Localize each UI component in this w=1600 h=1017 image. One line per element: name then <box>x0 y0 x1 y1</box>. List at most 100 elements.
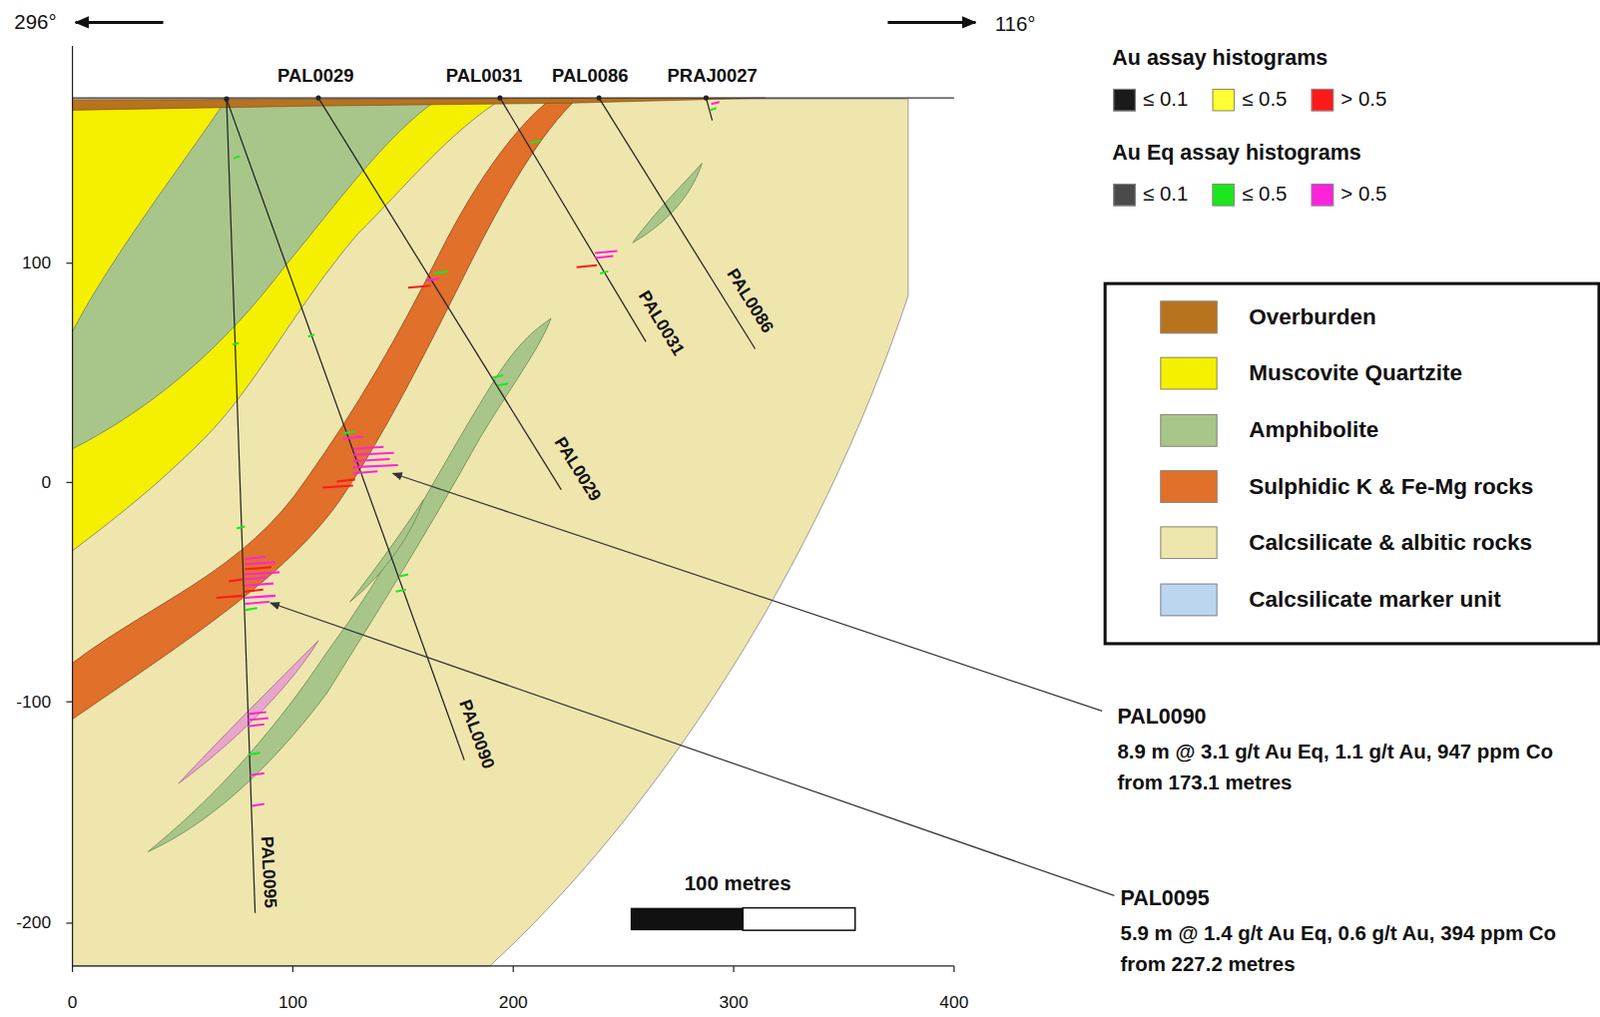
legend-swatch <box>1311 88 1334 111</box>
assay-bar <box>244 595 276 598</box>
legend-swatch <box>1159 414 1217 448</box>
legend-text: > 0.5 <box>1340 182 1387 207</box>
axis-tick-label: -200 <box>15 913 51 934</box>
assay-bar <box>252 803 265 806</box>
surface-line <box>72 97 955 99</box>
axis-tick-label: 100 <box>278 992 308 1013</box>
assay-bar <box>228 579 243 582</box>
assay-bar <box>594 256 613 259</box>
hole-label: PAL0029 <box>277 64 354 86</box>
assay-bar <box>232 342 239 345</box>
hole-label: PAL0031 <box>446 64 523 86</box>
axis-tick-label: 200 <box>499 992 529 1013</box>
assay-bar <box>711 101 720 104</box>
legend-swatch <box>1159 301 1217 335</box>
legend-swatch <box>1159 470 1217 504</box>
bearing-label: 116° <box>995 11 1037 36</box>
hole-label: PAL0095 <box>256 835 281 909</box>
axis-tick-label: 400 <box>939 992 969 1013</box>
assay-bar <box>322 486 354 489</box>
assay-bar <box>342 436 363 439</box>
scale-bar <box>630 908 856 931</box>
legend-text: ≤ 0.5 <box>1241 182 1287 207</box>
assay-bar <box>400 573 409 576</box>
assay-bar <box>353 465 399 468</box>
legend-text: ≤ 0.5 <box>1241 87 1287 112</box>
assay-bar <box>426 278 439 281</box>
callout-text: 5.9 m @ 1.4 g/t Au Eq, 0.6 g/t Au, 394 p… <box>1120 918 1571 980</box>
assay-bar <box>396 589 407 592</box>
assay-bar <box>576 265 597 268</box>
assay-bar <box>599 271 608 274</box>
calcsilicate-body <box>72 98 909 967</box>
legend-text: Calcsilicate & albitic rocks <box>1248 530 1533 556</box>
assay-bar <box>244 556 265 559</box>
quartzite-upper <box>72 98 227 332</box>
legend-text: ≤ 0.1 <box>1142 87 1188 112</box>
legend-heading: Au Eq assay histograms <box>1111 140 1361 166</box>
assay-bar <box>247 724 264 727</box>
legend-frame <box>1104 283 1600 644</box>
assay-bar <box>353 471 379 474</box>
axis-tick-label: 0 <box>67 992 78 1013</box>
assay-bar <box>594 250 617 253</box>
assay-bar <box>244 601 270 604</box>
scale-label: 100 metres <box>684 872 792 897</box>
assay-bar <box>353 459 391 462</box>
assay-bar <box>244 607 257 610</box>
leader-lines <box>270 473 1114 896</box>
legend-heading: Au assay histograms <box>1111 45 1328 71</box>
assay-bar <box>433 271 448 274</box>
assay-bar <box>244 576 267 579</box>
bearing-label: 296° <box>13 9 56 34</box>
assay-bar <box>353 453 395 456</box>
legend-text: ≤ 0.1 <box>1142 182 1188 207</box>
assay-histograms <box>216 101 720 806</box>
legend-text: Sulphidic K & Fe-Mg rocks <box>1248 473 1534 500</box>
assay-bar <box>531 140 541 143</box>
assay-bar <box>244 589 263 592</box>
legend-text: Calcsilicate marker unit <box>1248 585 1502 612</box>
legend-swatch <box>1159 357 1217 391</box>
legend-swatch <box>1212 183 1235 206</box>
assay-bar <box>244 583 274 586</box>
assay-bar <box>353 447 385 450</box>
drill-traces <box>226 97 756 914</box>
assay-bar <box>336 479 355 482</box>
hole-label: PRAJ0027 <box>667 64 758 86</box>
hole-label: PAL0086 <box>551 64 628 86</box>
legend-text: Amphibolite <box>1248 417 1379 444</box>
legend-text: Muscovite Quartzite <box>1248 360 1463 387</box>
assay-bar <box>308 334 315 337</box>
legend-swatch <box>1159 527 1217 560</box>
assay-bar <box>244 561 276 564</box>
callout-title: PAL0090 <box>1116 703 1206 729</box>
assay-bar <box>244 566 272 569</box>
legend-swatch <box>1159 582 1217 616</box>
legend-text: > 0.5 <box>1340 87 1387 112</box>
assay-bar <box>247 711 266 714</box>
amphibolite-lens <box>632 163 703 244</box>
legend-swatch <box>1112 88 1135 111</box>
axis-tick-label: 0 <box>40 472 51 493</box>
collars <box>223 95 709 102</box>
assay-bar <box>247 718 268 721</box>
assay-bar <box>408 285 431 288</box>
legend-swatch <box>1212 88 1235 111</box>
callout-title: PAL0095 <box>1120 885 1210 911</box>
legend-text: Overburden <box>1248 304 1376 331</box>
assay-bar <box>244 571 280 574</box>
legend-swatch <box>1311 183 1334 206</box>
assay-bar <box>342 431 355 434</box>
assay-bar <box>498 383 509 386</box>
assay-bar <box>710 107 717 110</box>
axis-tick-label: 100 <box>21 253 51 274</box>
direction-arrows <box>75 20 977 24</box>
callout-text: 8.9 m @ 3.1 g/t Au Eq, 1.1 g/t Au, 947 p… <box>1116 736 1567 798</box>
assay-bar <box>249 773 264 776</box>
sulphidic-band <box>72 98 577 719</box>
overburden <box>72 97 766 110</box>
axis-tick-label: -100 <box>15 691 51 712</box>
assay-bar <box>233 155 240 158</box>
